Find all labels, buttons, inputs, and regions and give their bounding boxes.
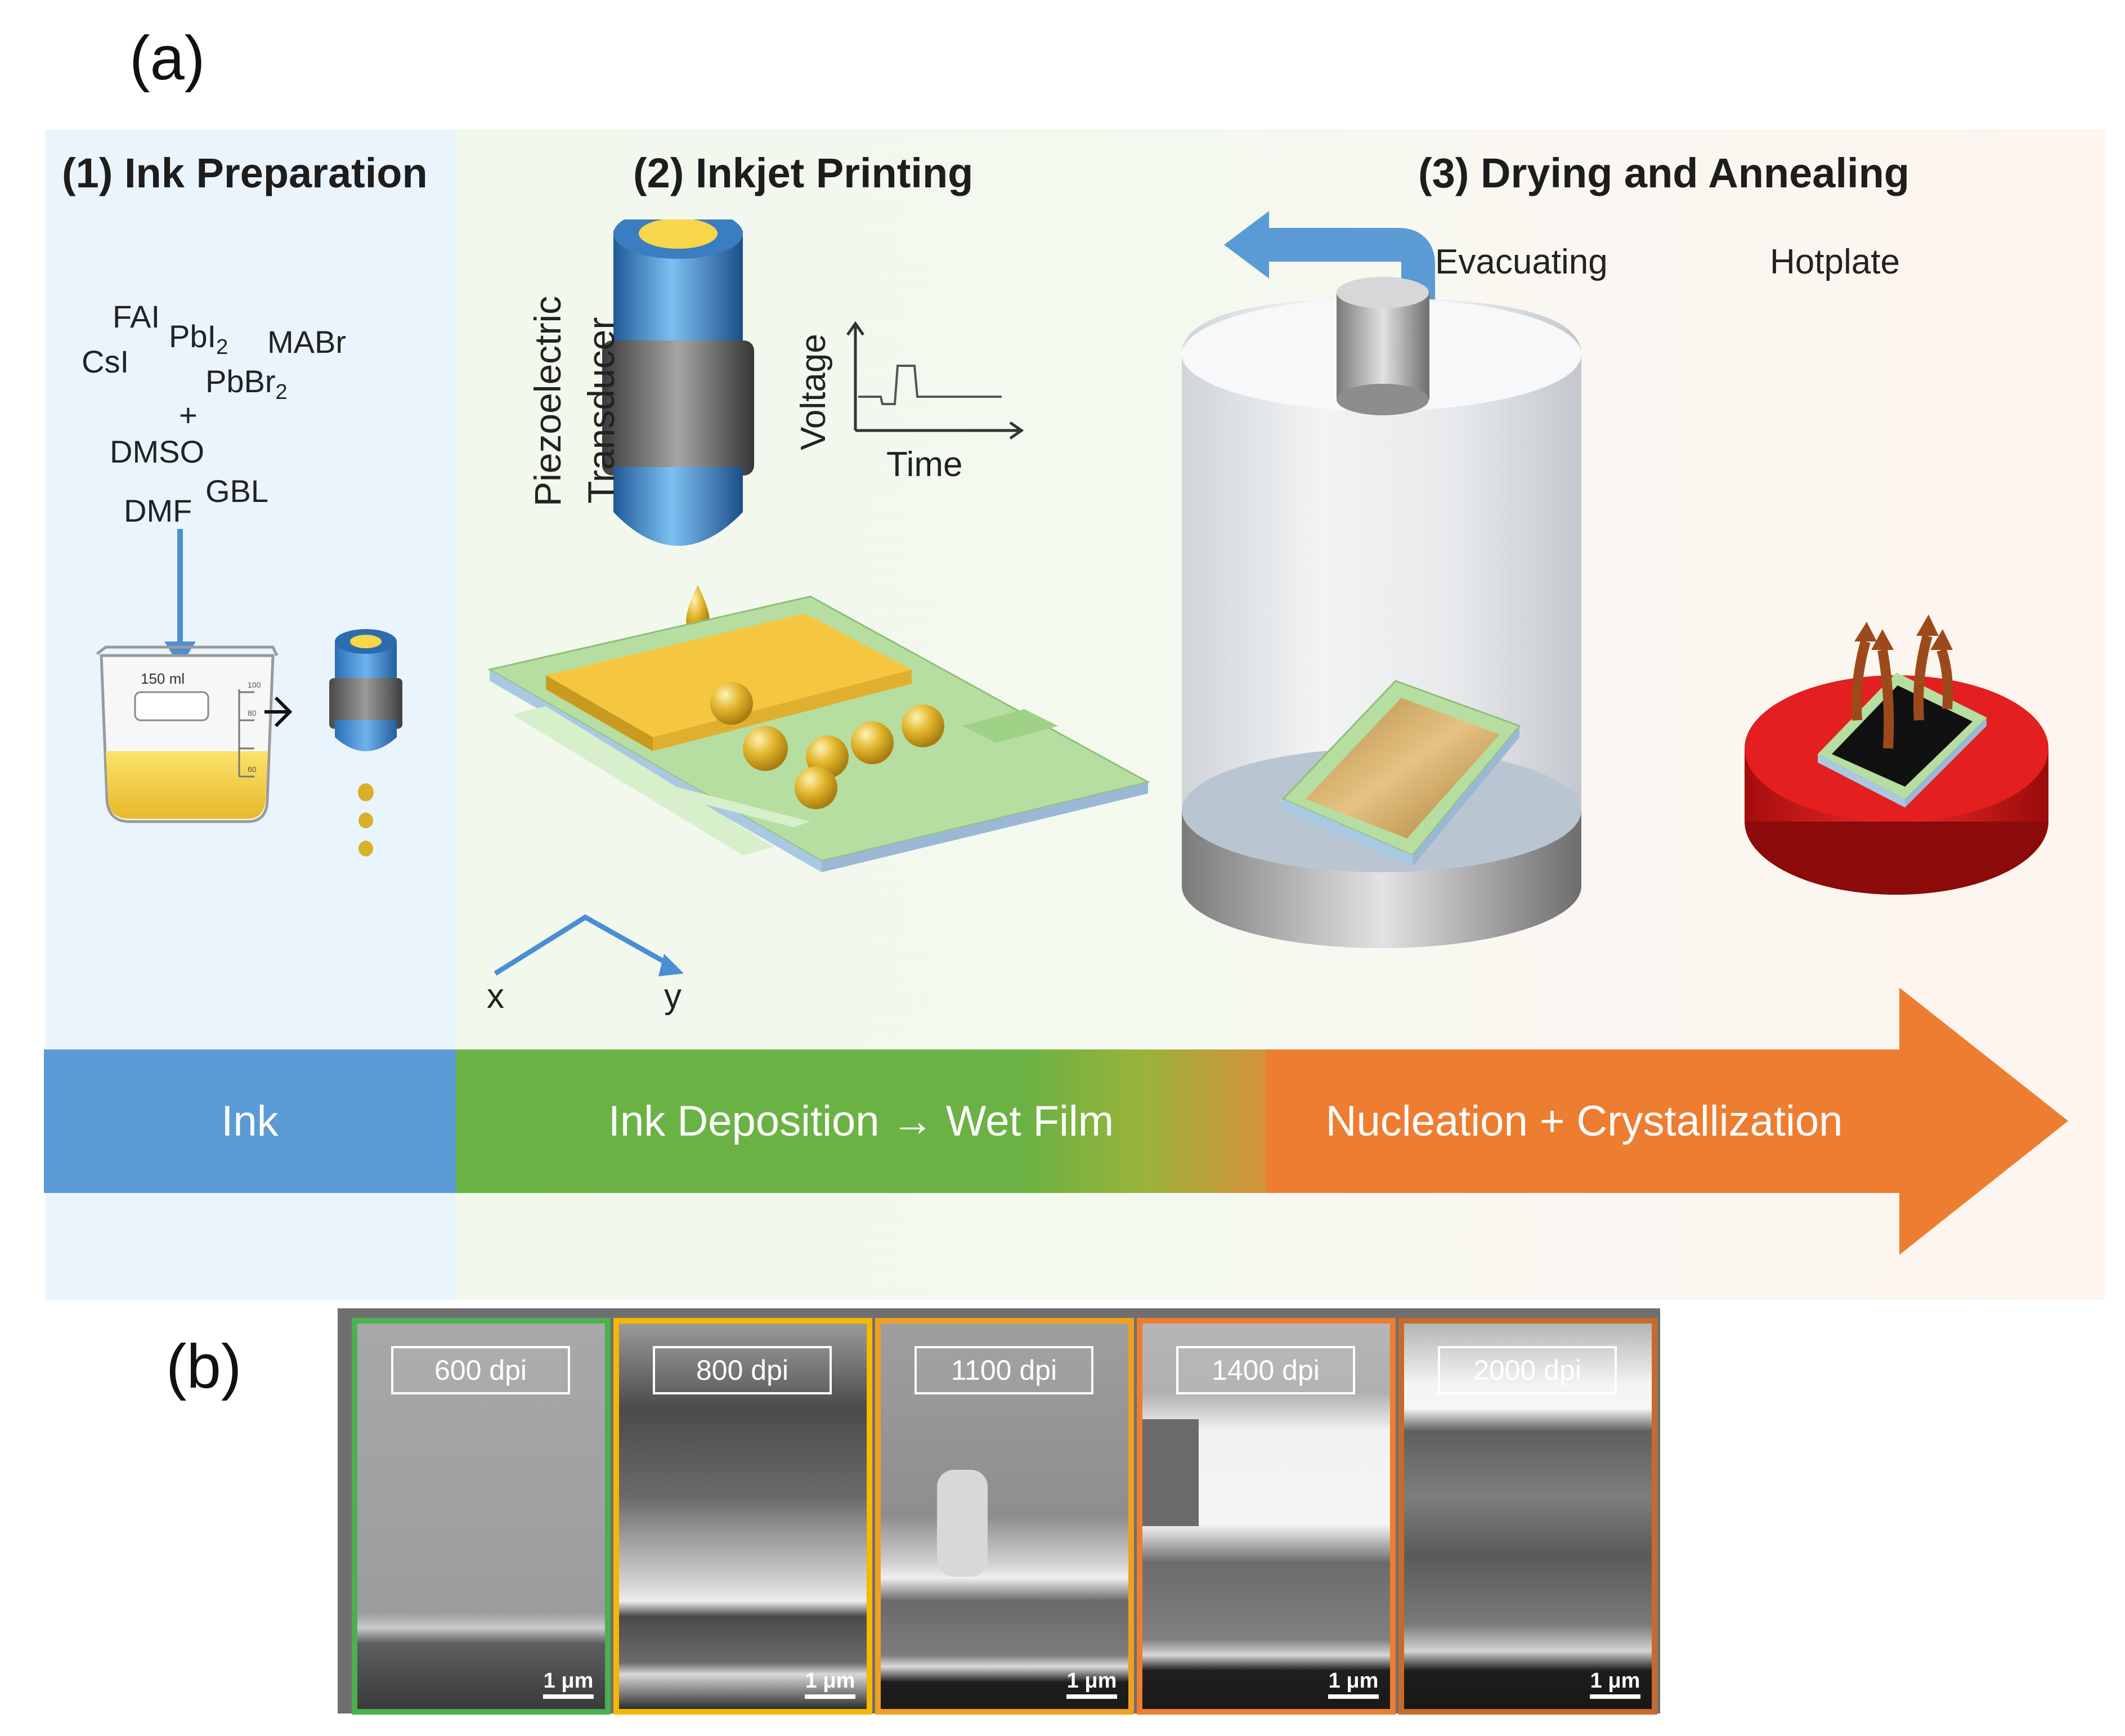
process-stage-crystallization: Nucleation + Crystallization — [1266, 1049, 1902, 1193]
process-stage-ink-label: Ink — [221, 1097, 279, 1145]
sem-image-1100dpi: 1100 dpi 1 μm — [875, 1318, 1134, 1715]
sem-image-800dpi: 800 dpi 1 μm — [613, 1318, 872, 1715]
droplet-1 — [358, 783, 374, 801]
step-1-title: (1) Ink Preparation — [62, 150, 428, 196]
gold-droplet-2 — [743, 726, 788, 771]
small-printhead-icon — [329, 629, 402, 751]
sem-2000-dpi-label: 2000 dpi — [1438, 1346, 1617, 1394]
voltage-axis-label: Voltage — [794, 334, 833, 450]
chem-fai: FAI — [113, 299, 160, 334]
panel-b-label: (b) — [166, 1332, 242, 1401]
sem-1100-dpi-label: 1100 dpi — [914, 1346, 1093, 1394]
gold-electrode — [546, 613, 912, 751]
sem-1400-scale-bar: 1 μm — [1328, 1669, 1379, 1699]
beaker-mark-3: 60 — [248, 765, 257, 774]
sem-1100-particle — [937, 1470, 988, 1577]
gold-droplet-6 — [795, 766, 837, 809]
hotplate-label: Hotplate — [1770, 243, 1900, 281]
sem-image-2000dpi: 2000 dpi 1 μm — [1398, 1318, 1657, 1715]
droplet-2 — [358, 813, 373, 828]
process-stage-ink: Ink — [44, 1049, 456, 1193]
chem-dmf: DMF — [124, 493, 192, 528]
transfer-arrow — [264, 696, 293, 728]
process-arrow-head — [1899, 988, 2068, 1255]
chem-gbl: GBL — [205, 473, 269, 509]
process-stage-crystallization-label: Nucleation + Crystallization — [1325, 1097, 1843, 1145]
hotplate-icon — [1745, 672, 2048, 895]
process-stage-deposition: Ink Deposition → Wet Film — [456, 1049, 1266, 1193]
transducer-label-line2: Transducer — [580, 317, 622, 504]
process-stage-deposition-label: Ink Deposition → Wet Film — [608, 1097, 1114, 1145]
sem-2000-scale-bar: 1 μm — [1590, 1669, 1640, 1699]
y-axis-label: y — [664, 977, 682, 1016]
x-axis-label: x — [487, 977, 504, 1016]
sem-image-1400dpi: 1400 dpi 1 μm — [1137, 1318, 1396, 1715]
sem-1400-dpi-label: 1400 dpi — [1176, 1346, 1355, 1394]
heat-arrows-icon — [1851, 634, 1953, 749]
ink-prep-illustration: 150 ml 100 80 60 — [96, 529, 402, 856]
gold-droplet-5 — [902, 705, 944, 747]
printhead-icon — [602, 219, 754, 546]
step-2-title: (2) Inkjet Printing — [633, 150, 974, 196]
time-axis-label: Time — [886, 445, 963, 484]
chem-plus: + — [179, 397, 198, 433]
sem-1400-fragment — [1142, 1419, 1199, 1526]
panel-a-label: (a) — [129, 24, 205, 93]
sem-1100-scale-bar: 1 μm — [1066, 1669, 1117, 1699]
evacuation-arrow — [1261, 228, 1435, 329]
transducer-label-line1: Piezoelectric — [527, 295, 568, 506]
chem-csi: CsI — [82, 344, 129, 379]
chem-dmso: DMSO — [110, 434, 204, 469]
sem-800-scale-bar: 1 μm — [805, 1669, 855, 1699]
beaker-volume-label: 150 ml — [141, 670, 185, 687]
beaker-mark-1: 100 — [248, 680, 261, 689]
beaker-mark-2: 80 — [248, 708, 257, 717]
sem-image-600dpi: 600 dpi 1 μm — [352, 1318, 611, 1715]
step-3-title: (3) Drying and Annealing — [1418, 150, 1909, 196]
beaker-icon — [96, 645, 279, 823]
chem-pbbr2: PbBr2 — [205, 364, 288, 405]
drying-annealing-illustration — [1182, 211, 2048, 948]
gold-droplet-1 — [710, 682, 753, 725]
droplet-3 — [358, 841, 373, 856]
inkjet-printing-illustration — [487, 219, 1151, 976]
sem-600-dpi-label: 600 dpi — [391, 1346, 570, 1394]
evacuating-label: Evacuating — [1435, 243, 1608, 281]
chem-mabr: MABr — [267, 324, 346, 360]
gold-droplet-4 — [851, 721, 894, 764]
sem-600-scale-bar: 1 μm — [543, 1669, 594, 1699]
vacuum-bell-jar — [1182, 277, 1581, 948]
xy-axes-icon — [494, 914, 677, 976]
voltage-waveform — [846, 321, 1024, 440]
chem-pbi2: PbI2 — [169, 319, 228, 360]
sem-800-dpi-label: 800 dpi — [653, 1346, 832, 1394]
